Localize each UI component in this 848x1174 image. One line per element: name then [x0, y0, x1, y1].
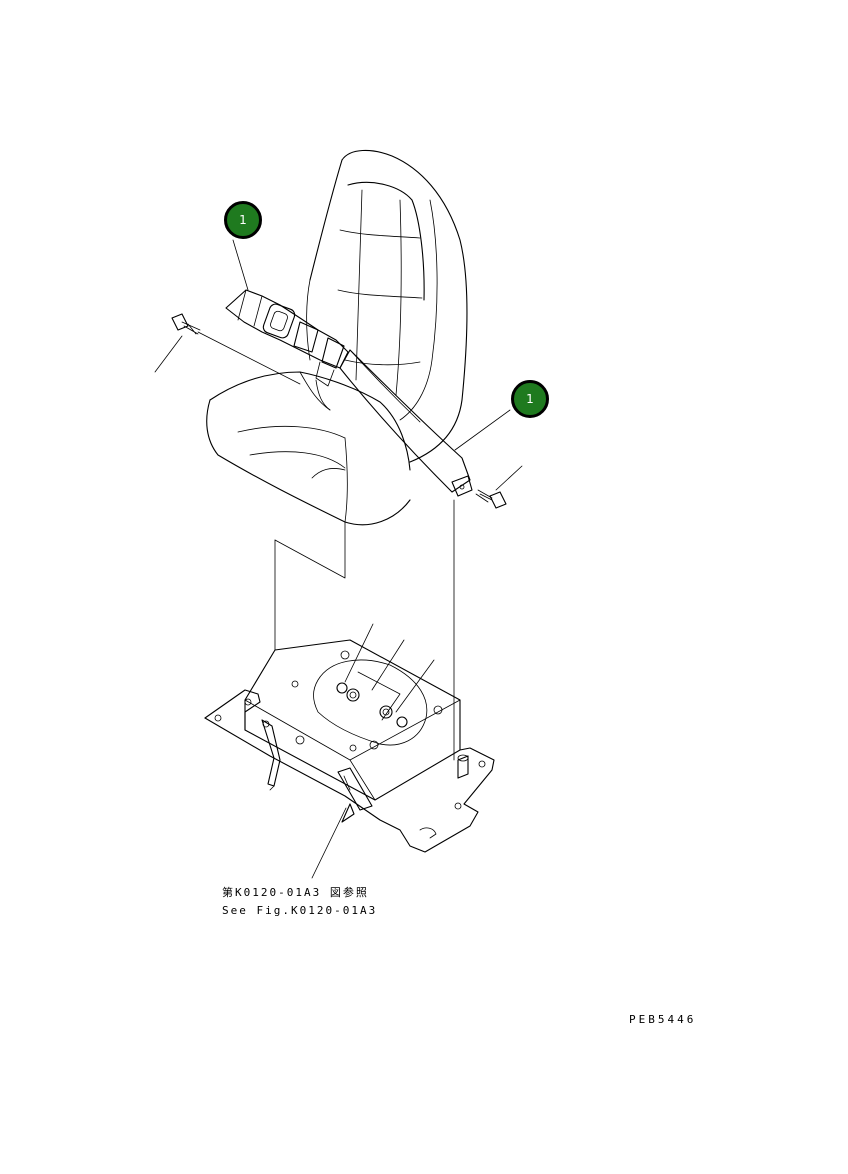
callout-marker[interactable]: 1: [224, 201, 262, 239]
reference-note-english: See Fig.K0120-01A3: [222, 904, 378, 917]
seat-back: [306, 149, 468, 463]
reference-note-japanese: 第K0120-01A3 図参照: [222, 886, 369, 899]
seat-mount-base: [244, 639, 461, 801]
leader-lines: [154, 239, 523, 879]
left-bolt: [171, 313, 301, 385]
drawing-code: PEB5446: [629, 1013, 697, 1026]
callout-marker[interactable]: 1: [511, 380, 549, 418]
attachment-lines: [274, 499, 455, 761]
callout-label: 1: [239, 213, 247, 227]
bracket-and-lever: [261, 719, 373, 811]
left-belt: [225, 289, 349, 411]
base-plate: [204, 689, 495, 853]
right-belt: [339, 349, 473, 497]
seat-cushion: [206, 371, 411, 526]
callout-label: 1: [526, 392, 534, 406]
right-bolt: [475, 489, 507, 509]
